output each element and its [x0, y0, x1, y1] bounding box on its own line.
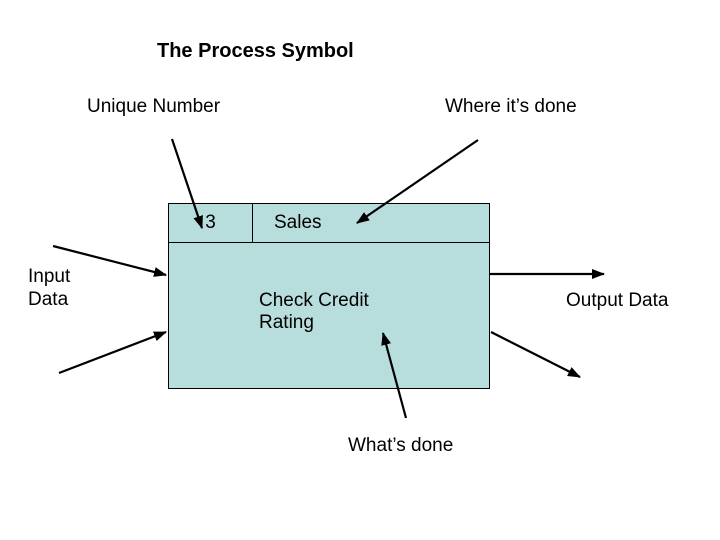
page-title: The Process Symbol [157, 40, 354, 62]
label-whats-done: What’s done [348, 435, 454, 456]
process-number-cell: 3 [169, 204, 253, 242]
process-header-row: 3 Sales [169, 204, 489, 243]
arrow-input-flow-lower [58, 330, 167, 375]
arrow-output-flow-lower [490, 331, 581, 378]
process-description: Check Credit Rating [259, 290, 369, 333]
label-input-data: Input Data [28, 266, 71, 310]
label-unique-number: Unique Number [87, 96, 221, 117]
process-department-cell: Sales [253, 204, 489, 242]
label-output-data: Output Data [566, 290, 669, 311]
process-symbol-box: 3 Sales Check Credit Rating [168, 203, 490, 389]
process-department: Sales [274, 212, 322, 233]
label-where-its-done: Where it’s done [445, 96, 577, 117]
process-unique-number: 3 [205, 212, 216, 233]
